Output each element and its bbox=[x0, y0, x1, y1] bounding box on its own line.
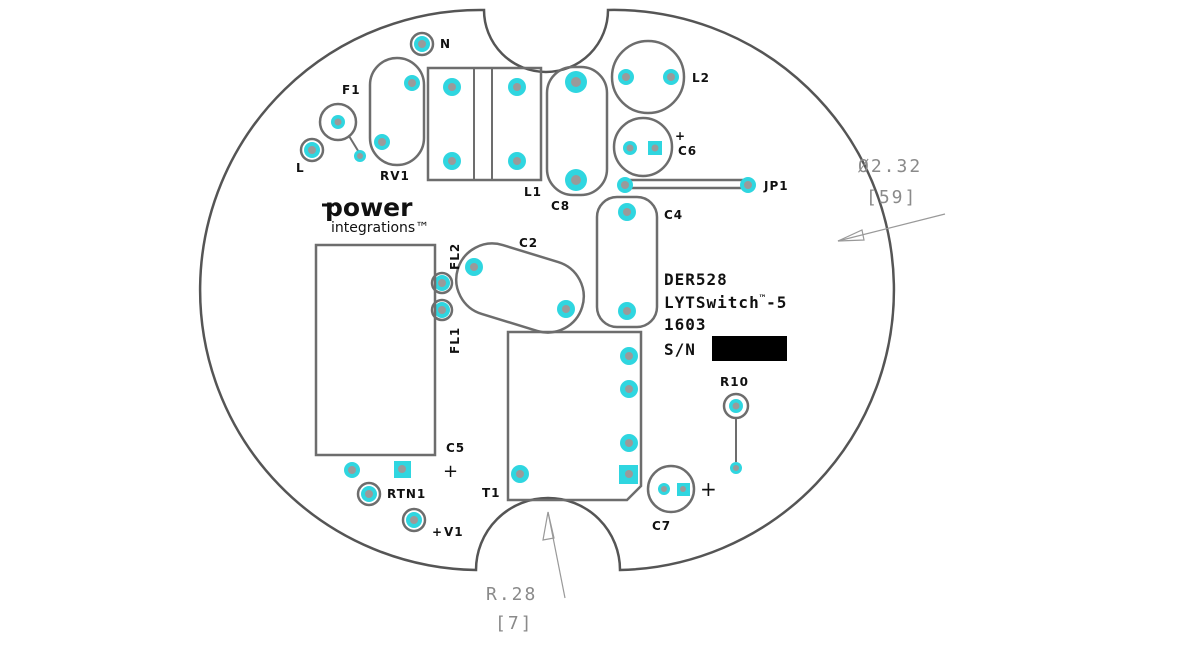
terminal-fl2: FL2 bbox=[430, 243, 462, 295]
terminal-l: L bbox=[296, 137, 325, 175]
label-c7: C7 bbox=[652, 519, 671, 533]
diameter-dimension: Ø2.32 [59] bbox=[837, 156, 946, 242]
board-date-code: 1603 bbox=[664, 315, 707, 334]
terminal-n: N bbox=[409, 31, 451, 57]
capacitor-c4: C4 bbox=[595, 195, 683, 329]
terminal-rtn1: RTN1 bbox=[356, 481, 426, 507]
power-integrations-logo: power integrations™ bbox=[322, 193, 429, 236]
logo-power-text: power bbox=[325, 193, 413, 222]
serial-label: S/N bbox=[664, 340, 696, 359]
label-c6: C6 bbox=[678, 144, 697, 158]
board-product-tm: ™ bbox=[759, 294, 766, 304]
inductor-l1: L1 bbox=[426, 66, 543, 199]
label-c2: C2 bbox=[519, 236, 538, 250]
serial-number-box bbox=[712, 336, 787, 361]
label-rtn1: RTN1 bbox=[387, 487, 426, 501]
label-v1: V1 bbox=[444, 525, 464, 539]
c7-polarity: + bbox=[700, 477, 718, 501]
label-c8: C8 bbox=[551, 199, 570, 213]
radius-label: R.28 bbox=[486, 584, 537, 605]
capacitor-c6: + C6 bbox=[612, 116, 697, 178]
board-marking: DER528 LYTSwitch™-5 1603 S/N bbox=[664, 270, 787, 361]
inductor-l2: L2 bbox=[610, 39, 710, 115]
c5-polarity: + bbox=[443, 461, 459, 482]
label-jp1: JP1 bbox=[763, 179, 789, 193]
capacitor-c7: + C7 bbox=[646, 464, 718, 533]
resistor-r10: R10 bbox=[720, 375, 750, 474]
label-c4: C4 bbox=[664, 208, 683, 222]
label-rv1: RV1 bbox=[380, 169, 410, 183]
diameter-metric-label: [59] bbox=[866, 187, 917, 208]
transformer-t1: T1 bbox=[482, 330, 643, 502]
label-l1: L1 bbox=[524, 185, 542, 199]
board-product-suffix: -5 bbox=[766, 293, 787, 312]
capacitor-c5: C5 + bbox=[314, 243, 465, 482]
label-r10: R10 bbox=[720, 375, 749, 389]
logo-integrations-text: integrations™ bbox=[331, 220, 429, 236]
label-n: N bbox=[440, 37, 451, 51]
label-t1: T1 bbox=[482, 486, 501, 500]
terminal-v1: + V1 bbox=[401, 507, 464, 539]
label-f1: F1 bbox=[342, 83, 361, 97]
board-designator: DER528 bbox=[664, 270, 728, 289]
label-fl1: FL1 bbox=[448, 327, 462, 354]
c6-polarity: + bbox=[675, 129, 686, 143]
capacitor-c2: C2 bbox=[455, 236, 585, 334]
label-fl2: FL2 bbox=[448, 243, 462, 270]
label-c5: C5 bbox=[446, 441, 465, 455]
radius-metric-label: [7] bbox=[495, 613, 534, 634]
board-outline bbox=[198, 8, 896, 572]
board-product-name: LYTSwitch bbox=[664, 293, 760, 312]
v1-polarity: + bbox=[432, 525, 443, 539]
fuse-f1: F1 bbox=[318, 83, 366, 162]
diameter-label: Ø2.32 bbox=[858, 156, 922, 177]
label-l: L bbox=[296, 161, 305, 175]
capacitor-c8: C8 bbox=[545, 65, 609, 213]
label-l2: L2 bbox=[692, 71, 710, 85]
varistor-rv1: RV1 bbox=[368, 56, 426, 183]
jumper-jp1: JP1 bbox=[617, 177, 789, 193]
radius-dimension: R.28 [7] bbox=[486, 511, 566, 634]
board-product: LYTSwitch™-5 bbox=[664, 293, 787, 312]
terminal-fl1: FL1 bbox=[430, 298, 462, 354]
